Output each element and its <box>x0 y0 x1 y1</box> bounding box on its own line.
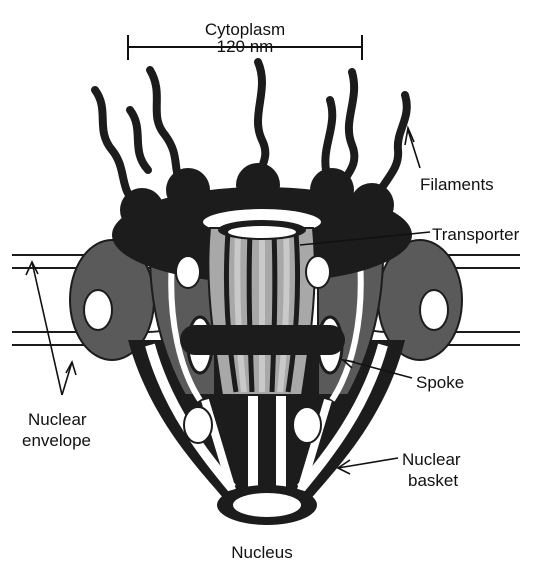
envelope-label-line2: envelope <box>22 431 91 450</box>
filaments-label: Filaments <box>420 175 494 194</box>
nucleus-label: Nucleus <box>231 543 292 562</box>
transporter-label: Transporter <box>432 225 520 244</box>
scale-label: 120 nm <box>217 37 274 56</box>
transporter-band <box>180 325 345 355</box>
basket-label-line2: basket <box>408 471 458 490</box>
basket-label-line1: Nuclear <box>402 450 461 469</box>
spoke-label: Spoke <box>416 373 464 392</box>
envelope-label-line1: Nuclear <box>28 410 87 429</box>
